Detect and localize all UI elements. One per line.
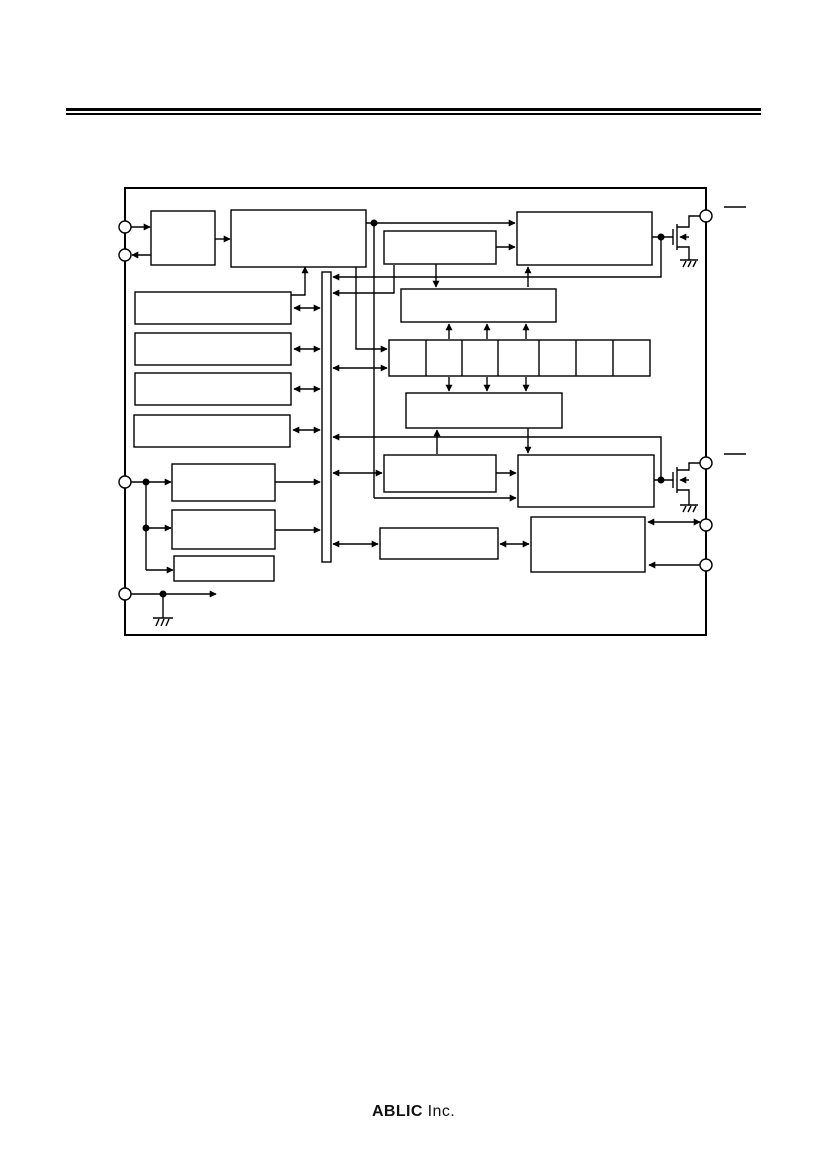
junction-dot [142,478,150,486]
ground-symbol [165,618,170,627]
header-rule-thick [66,108,761,111]
ground-symbol [160,618,165,627]
chip-outline [124,187,707,636]
junction-dot [142,524,150,532]
block-left-5 [171,463,276,502]
block-left-1 [134,291,292,325]
block-top-center [230,209,367,268]
pin-right-4 [699,558,713,572]
block-top-left [150,210,216,266]
block-right-bottom [530,516,646,573]
pin-left-2 [118,248,132,262]
signal-line [332,237,662,281]
signal-line [291,266,309,296]
transistor-drain [677,462,700,471]
transistor-source [677,489,690,505]
junction-dot [657,233,665,241]
junction-dot [657,476,665,484]
block-right-top [516,211,653,266]
ground-symbol [682,505,687,513]
block-center-d [383,454,497,493]
signal-line [355,267,388,353]
pin-right-2 [699,456,713,470]
pin-left-3 [118,475,132,489]
signal-line [332,433,662,480]
block-center-a [383,230,497,265]
pin-right-1 [699,209,713,223]
block-left-7 [173,555,275,582]
block-center-b [400,288,557,323]
internal-bus [321,271,332,563]
ground-symbol [682,260,687,268]
footer-suffix: Inc. [422,1103,456,1120]
junction-dot [159,590,167,598]
ground-symbol [692,260,697,268]
block-left-3 [134,372,292,406]
footer-logo: ABLIC Inc. [0,1103,827,1121]
block-left-2 [134,332,292,366]
block-left-6 [171,509,276,550]
header-rule [66,108,761,115]
signal-line [332,265,395,297]
ground-symbol [155,618,160,627]
transistor-source [677,246,690,260]
ground-symbol [687,505,692,513]
transistor-drain [677,215,700,228]
block-left-4 [133,414,291,448]
ground-symbol [692,505,697,513]
block-right-mid [517,454,655,508]
block-center-c [405,392,563,429]
ground-symbol [687,260,692,268]
footer-brand: ABLIC [371,1103,423,1120]
register-row [388,339,651,377]
pin-left-1 [118,220,132,234]
pin-left-4 [118,587,132,601]
pin-right-3 [699,518,713,532]
junction-dot [370,219,378,227]
header-rule-thin [66,113,761,115]
block-center-e [379,527,499,560]
